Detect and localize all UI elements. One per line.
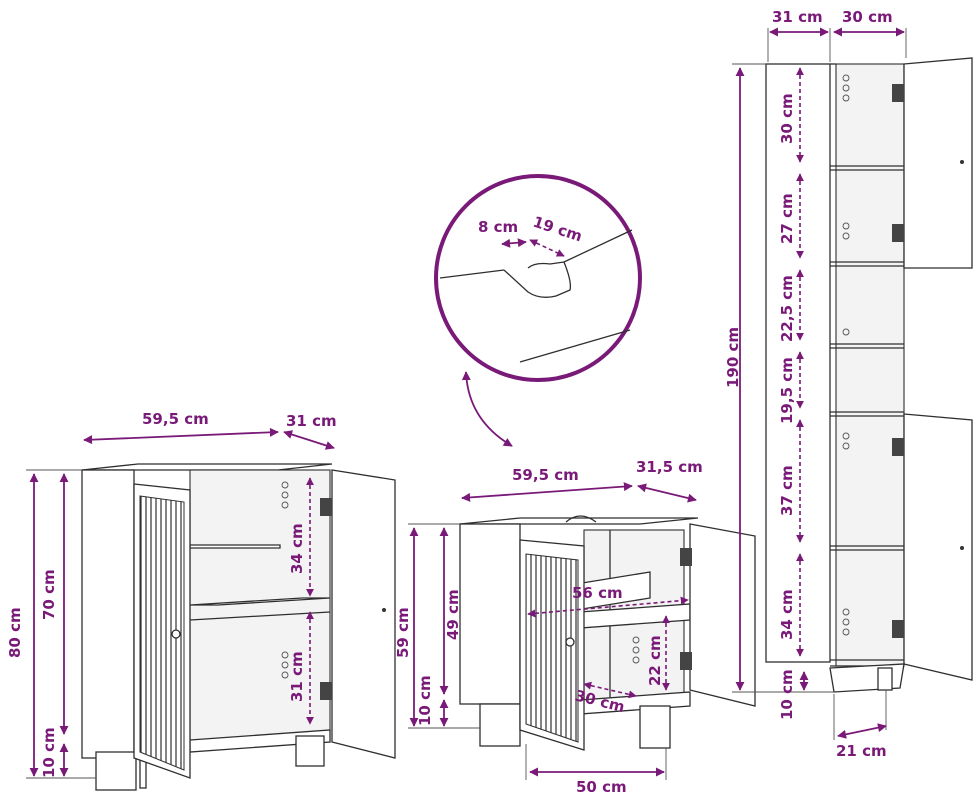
tall-shelf-5-label: 37 cm xyxy=(778,465,796,516)
tall-cabinet xyxy=(765,57,973,693)
sink-cabinet xyxy=(459,515,756,751)
tall-shelf-3-label: 22,5 cm xyxy=(778,275,796,342)
ls-legs-label: 10 cm xyxy=(40,727,58,778)
sink-base-width-label: 50 cm xyxy=(576,778,627,796)
knob-icon xyxy=(171,629,181,639)
ls-depth-label: 31 cm xyxy=(286,412,337,430)
left-cabinet xyxy=(81,463,396,791)
left-cabinet-dimensions: 59,5 cm 31 cm 80 cm 70 cm 10 cm 34 cm 31… xyxy=(6,410,412,779)
hinge-icon xyxy=(892,224,904,242)
tall-shelf-1-label: 30 cm xyxy=(778,93,796,144)
tall-shelf-2-label: 27 cm xyxy=(778,193,796,244)
tall-cabinet-dimensions: 31 cm 30 cm 190 cm 30 cm 27 cm 22,5 cm 1… xyxy=(724,8,907,760)
tall-height-label: 190 cm xyxy=(724,327,742,388)
tall-depth-label: 31 cm xyxy=(772,8,823,26)
sink-width-label: 59,5 cm xyxy=(512,466,579,484)
ls-height-total-label: 80 cm xyxy=(6,607,24,658)
sink-inner-width-label: 56 cm xyxy=(572,584,623,602)
detail-zoom: 8 cm 19 cm xyxy=(434,174,642,447)
tall-base-width-label: 21 cm xyxy=(836,742,887,760)
sink-door-height-label: 49 cm xyxy=(444,589,462,640)
ls-door-height-label: 59 cm xyxy=(394,607,412,658)
hinge-icon xyxy=(680,548,692,566)
hinge-icon xyxy=(680,652,692,670)
hinge-icon xyxy=(320,682,332,700)
sink-legs-label: 10 cm xyxy=(416,675,434,726)
knob-icon xyxy=(565,637,575,647)
hinge-icon xyxy=(320,498,332,516)
tall-shelf-6-label: 34 cm xyxy=(778,589,796,640)
detail-notch-width-label: 8 cm xyxy=(478,218,518,236)
tall-legs-label: 10 cm xyxy=(778,669,796,720)
tall-width-label: 30 cm xyxy=(842,8,893,26)
hinge-icon xyxy=(892,620,904,638)
tall-shelf-4-label: 19,5 cm xyxy=(778,357,796,424)
sink-inner-height-label: 22 cm xyxy=(646,635,664,686)
sink-depth-label: 31,5 cm xyxy=(636,458,703,476)
ls-height-body-label: 70 cm xyxy=(40,569,58,620)
hinge-icon xyxy=(892,438,904,456)
ls-lower-shelf-label: 31 cm xyxy=(288,651,306,702)
hinge-icon xyxy=(892,84,904,102)
ls-upper-shelf-label: 34 cm xyxy=(288,523,306,574)
ls-width-label: 59,5 cm xyxy=(142,410,209,428)
